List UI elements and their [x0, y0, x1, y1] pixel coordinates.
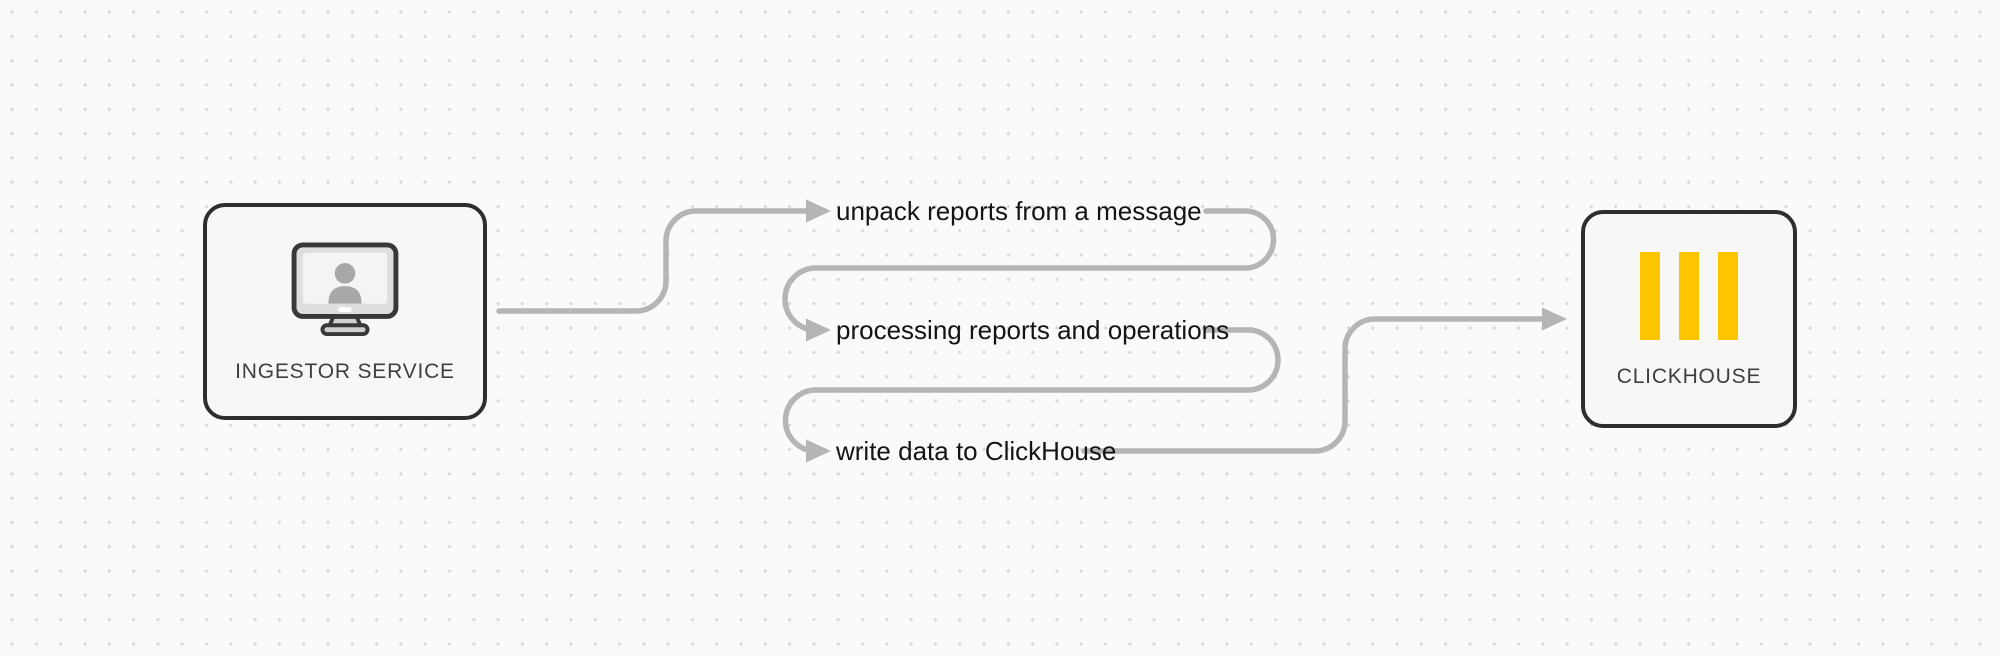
arrowhead-step1-icon — [806, 199, 831, 223]
arrowhead-step3-icon — [806, 439, 831, 463]
arrow-step3-to-clickhouse — [1081, 316, 1546, 454]
clickhouse-logo-bar — [1718, 251, 1738, 340]
step-label-unpack: unpack reports from a message — [836, 196, 1202, 226]
clickhouse-logo-bar — [1679, 251, 1699, 340]
clickhouse-bars-icon — [1640, 251, 1738, 340]
arrowhead-step2-icon — [806, 318, 831, 342]
step-label-processing: processing reports and operations — [836, 315, 1230, 345]
arrow-step2-to-step3 — [782, 327, 1281, 454]
ingestor-service-node: INGESTOR SERVICE — [203, 203, 487, 420]
arrow-ingestor-to-step1 — [496, 208, 810, 314]
clickhouse-node: CLICKHOUSE — [1581, 210, 1797, 428]
step-label-write: write data to ClickHouse — [836, 436, 1117, 466]
arrowhead-clickhouse-icon — [1542, 307, 1567, 331]
clickhouse-label: CLICKHOUSE — [1616, 364, 1762, 388]
clickhouse-logo-bar — [1640, 251, 1660, 340]
user-monitor-icon — [291, 241, 399, 336]
ingestor-service-label: INGESTOR SERVICE — [235, 359, 455, 383]
arrow-step1-to-step2 — [782, 208, 1277, 333]
